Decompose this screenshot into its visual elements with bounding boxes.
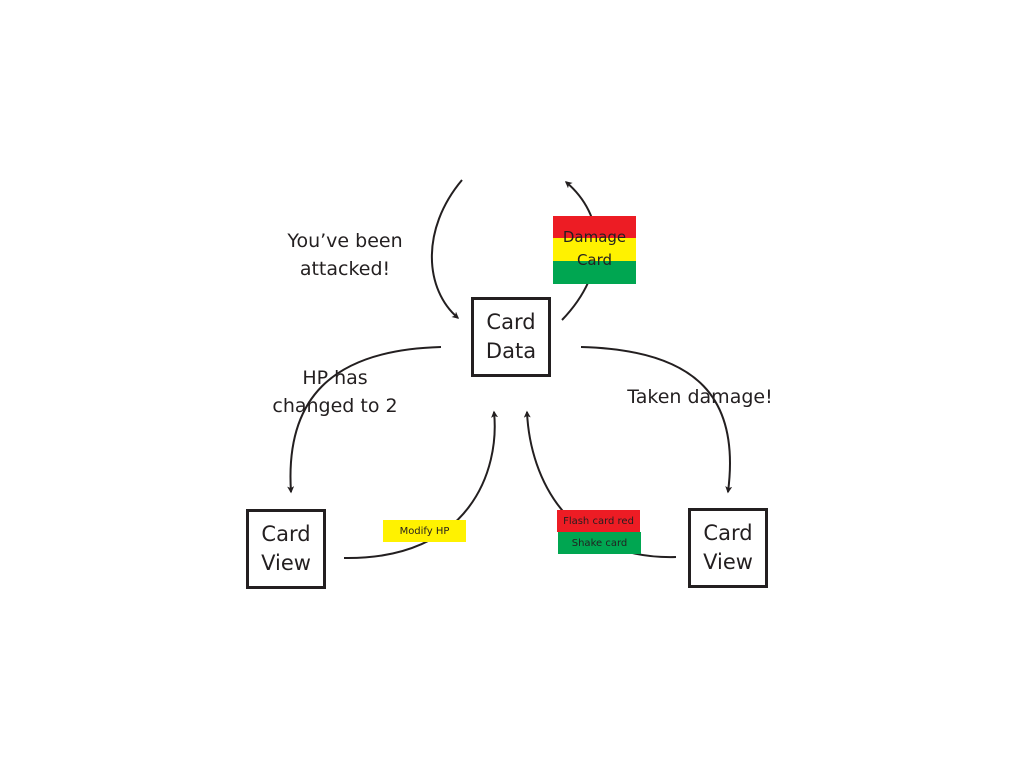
- label-hp-changed: HP has changed to 2: [260, 364, 410, 420]
- damage-card-green-band: [553, 261, 636, 284]
- card-view-left-node: Card View: [246, 509, 326, 589]
- tag-shake-card: Shake card: [558, 532, 641, 554]
- arrow-data-to-left-view: [287, 346, 442, 494]
- tag-flash-card-red: Flash card red: [557, 510, 640, 532]
- arrow-attack-in: [431, 179, 463, 319]
- card-data-line2: Data: [485, 339, 537, 363]
- label-attacked: You’ve been attacked!: [275, 227, 415, 283]
- card-data-node: Card Data: [471, 297, 551, 377]
- card-view-right-line1: Card: [703, 521, 753, 545]
- label-hp-changed-line2: changed to 2: [272, 395, 398, 417]
- tag-modify-hp: Modify HP: [383, 520, 466, 542]
- damage-card-label: Damage Card: [553, 226, 636, 272]
- label-attacked-line2: attacked!: [299, 258, 391, 280]
- card-data-line1: Card: [486, 310, 536, 334]
- card-view-right-line2: View: [703, 550, 753, 574]
- damage-card-line1: Damage: [562, 228, 627, 246]
- arrow-data-to-right-view: [580, 346, 733, 494]
- arrow-left-view-to-data: [343, 410, 499, 560]
- card-view-left-line2: View: [261, 551, 311, 575]
- label-hp-changed-line1: HP has: [302, 367, 368, 389]
- damage-card: Damage Card: [553, 216, 636, 284]
- card-view-left-line1: Card: [261, 522, 311, 546]
- damage-card-red-band: [553, 216, 636, 238]
- damage-card-yellow-band: [553, 238, 636, 261]
- damage-card-line2: Card: [576, 251, 613, 269]
- label-taken-damage: Taken damage!: [627, 386, 773, 408]
- card-view-right-node: Card View: [688, 508, 768, 588]
- label-attacked-line1: You’ve been: [287, 230, 403, 252]
